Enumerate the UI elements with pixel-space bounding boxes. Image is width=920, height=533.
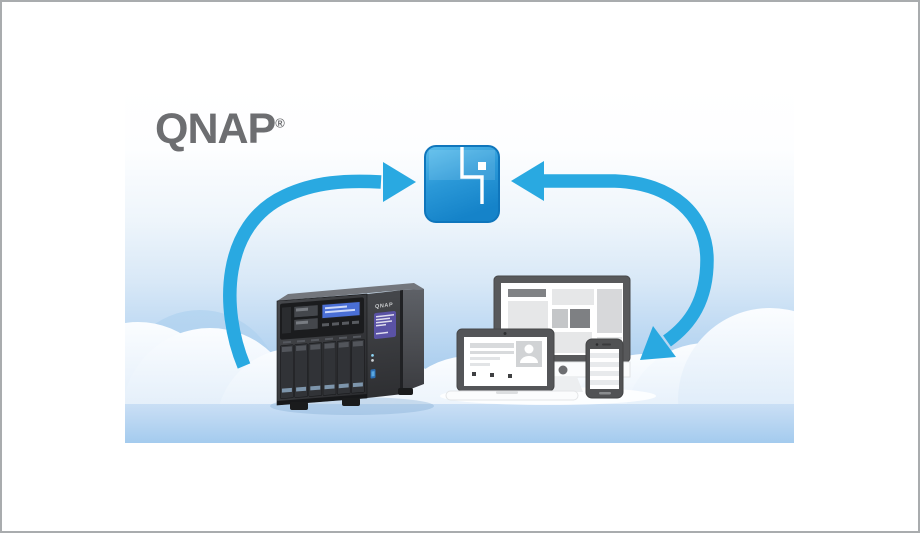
avatar-body-icon [520, 356, 538, 363]
nas-front-panel [276, 293, 368, 406]
nas-small-bay-2-handle [296, 320, 308, 325]
qsync-glyph-path [460, 147, 484, 204]
drive-tray [280, 344, 294, 399]
laptop-wireframe [470, 341, 542, 378]
nas-vent [282, 306, 291, 334]
left-sync-arrow [223, 162, 416, 369]
laptop-notch [496, 391, 518, 394]
nas-small-bay-1-handle [296, 307, 308, 312]
drive-tray [351, 339, 365, 394]
nas-small-bay-2 [293, 317, 319, 331]
nas-power-led [371, 358, 374, 362]
phone-speaker-icon [602, 343, 611, 346]
nas-lcd-line-1 [325, 305, 347, 310]
qsync-glyph-dot [478, 162, 486, 170]
right-arrowhead-left-icon [511, 161, 544, 201]
nas-drive-bays [280, 339, 365, 399]
drive-tray [294, 343, 308, 398]
phone-wireframe [590, 353, 619, 385]
monitor-stand [547, 377, 583, 392]
right-arrowhead-down-icon [640, 326, 676, 360]
smartphone [585, 338, 624, 399]
nas-device: QNAP [270, 283, 434, 415]
cloud-base [125, 404, 794, 443]
phone-camera-icon [595, 343, 599, 346]
monitor-logo-dot [558, 365, 568, 375]
nas-small-bay-1 [293, 304, 319, 318]
nas-usb-port-inner [371, 371, 375, 377]
nas-top-face [277, 283, 424, 301]
nas-door-panel: QNAP [367, 290, 403, 398]
drive-tray [308, 342, 323, 397]
nas-status-led [371, 353, 374, 357]
nas-bay-labels [283, 335, 361, 344]
qnap-logo-text: QNAP [155, 105, 276, 153]
left-arrow-shaft [223, 174, 382, 369]
avatar-head-icon [524, 344, 534, 354]
phone-home-button [599, 392, 611, 395]
right-arrow-shaft [544, 174, 714, 347]
nas-badge-lines [376, 314, 394, 335]
right-sync-arrow [511, 161, 714, 360]
nas-door-edge [400, 290, 403, 395]
left-arrowhead-icon [383, 162, 416, 202]
qsync-icon [424, 145, 500, 223]
laptop-camera-icon [503, 332, 507, 335]
nas-side-face [403, 289, 424, 392]
drive-tray [336, 340, 351, 395]
cloud [678, 308, 794, 443]
nas-feet [290, 388, 413, 410]
nas-lcd-line-2 [325, 308, 355, 314]
nas-lcd-buttons [322, 320, 359, 327]
registered-trademark-icon: ® [275, 115, 285, 131]
drive-tray [322, 341, 337, 396]
nas-brand-label: QNAP [375, 302, 393, 310]
client-devices [440, 275, 656, 405]
laptop [445, 328, 579, 401]
qnap-logo: QNAP® [155, 108, 285, 151]
